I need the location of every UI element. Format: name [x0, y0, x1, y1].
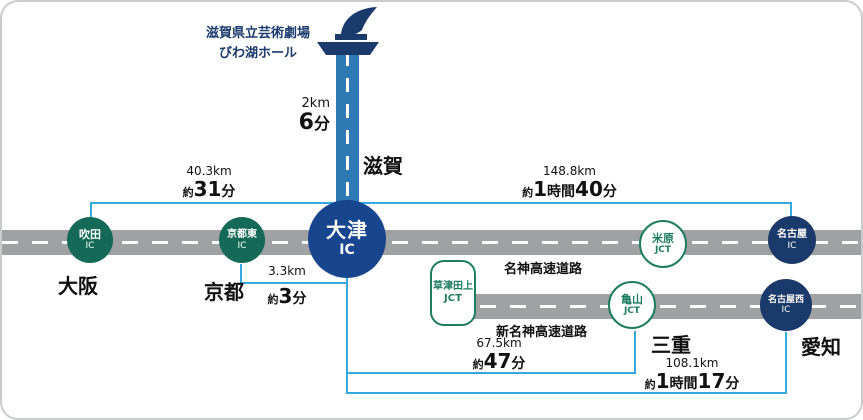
route-time: 約31分	[182, 177, 236, 201]
biwako-hall-icon	[307, 6, 387, 58]
route-suita-otsu-label: 40.3km 約31分	[149, 164, 269, 199]
route-otsu-nagoya-label: 148.8km 約1時間40分	[492, 164, 647, 199]
region-aichi: 愛知	[801, 335, 841, 359]
nagoya-nishi-ic-node: 名古屋西 IC	[760, 279, 812, 331]
bracket-kameyama-tick	[634, 331, 636, 374]
bracket-otsu-nagoya-h	[347, 202, 792, 204]
route-otsu-nagoyanishi-label: 108.1km 約1時間17分	[627, 356, 757, 391]
region-shiga: 滋賀	[363, 154, 403, 178]
bracket-kyotohigashi-otsu-h	[240, 282, 348, 284]
meishin-expressway-road	[2, 230, 861, 255]
meishin-expressway-label: 名神高速道路	[504, 262, 583, 277]
road-center-dashes	[345, 52, 349, 242]
route-time: 約47分	[472, 349, 526, 373]
bracket-otsu-south-v	[346, 276, 348, 394]
suita-ic-node: 吹田 IC	[67, 217, 113, 263]
access-time: 6分	[298, 110, 330, 135]
bracket-otsu-nagoyanishi-h	[346, 392, 787, 394]
route-time: 約1時間17分	[644, 369, 740, 393]
route-distance: 108.1km	[665, 356, 719, 370]
bracket-nagoyanishi-tick	[785, 332, 787, 394]
route-distance: 40.3km	[186, 164, 232, 178]
maibara-jct-node: 米原 JCT	[639, 220, 687, 268]
shin-meishin-expressway-label: 新名神高速道路	[496, 325, 588, 340]
route-distance: 148.8km	[543, 164, 596, 178]
hall-name-line2: びわ湖ホール	[218, 45, 297, 61]
region-mie: 三重	[651, 333, 691, 357]
kusatsu-tagami-jct-node: 草津田上 JCT	[430, 260, 476, 326]
bracket-kyotohigashi-tick	[240, 264, 242, 284]
bracket-nagoya-tick	[790, 202, 792, 217]
bracket-otsu-kameyama-h	[346, 372, 636, 374]
route-distance: 67.5km	[476, 336, 522, 350]
road-center-dashes	[2, 240, 861, 244]
region-kyoto: 京都	[204, 280, 244, 304]
bracket-suita-tick	[90, 202, 92, 218]
hall-name-line1: 滋賀県立芸術劇場	[205, 26, 310, 41]
hall-access-label: 2km 6分	[242, 96, 330, 134]
bracket-suita-otsu-h	[90, 202, 348, 204]
kameyama-jct-node: 亀山 JCT	[608, 281, 656, 329]
hall-access-road	[336, 52, 359, 242]
access-distance: 2km	[301, 96, 330, 111]
route-kyotohigashi-otsu-distance: 3.3km	[268, 264, 306, 278]
nagoya-ic-node: 名古屋 IC	[768, 216, 816, 264]
route-otsu-kameyama-label: 67.5km 約47分	[439, 336, 559, 371]
otsu-ic-node: 大津 IC	[308, 200, 386, 278]
route-kyotohigashi-otsu-time: 約3分	[267, 284, 307, 308]
region-osaka: 大阪	[58, 274, 98, 298]
route-time: 約1時間40分	[522, 177, 617, 201]
kyoto-higashi-ic-node: 京都東 IC	[219, 217, 265, 263]
hall-name: 滋賀県立芸術劇場 びわ湖ホール	[198, 24, 318, 63]
